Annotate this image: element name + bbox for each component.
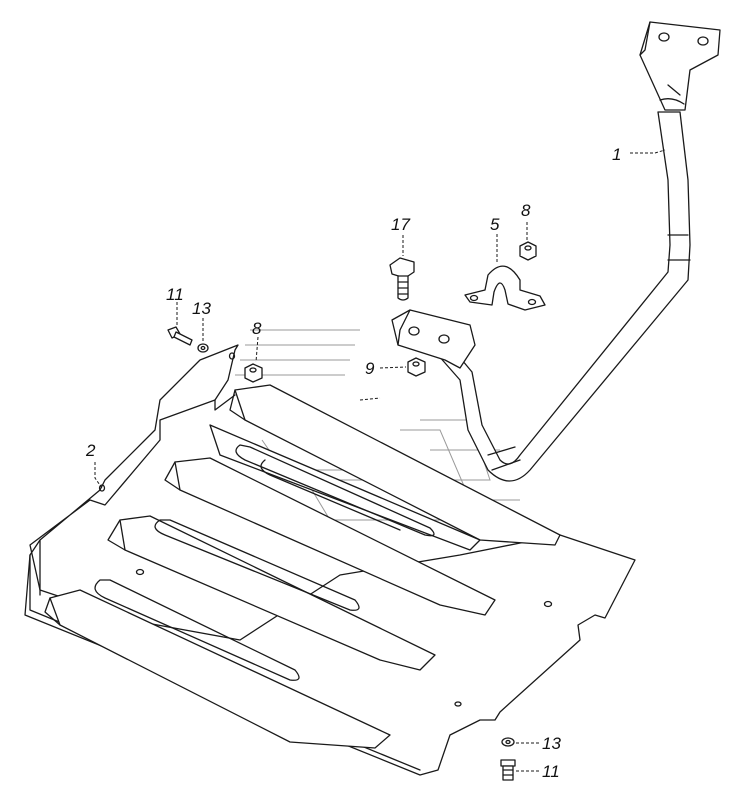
label-part-13-upper: 13 — [192, 299, 211, 318]
label-part-9: 9 — [365, 359, 375, 378]
washer-13-upper — [197, 343, 209, 353]
bolt-17 — [389, 257, 415, 301]
support-bar — [391, 21, 721, 482]
label-part-5: 5 — [490, 215, 500, 234]
label-part-13-lower: 13 — [542, 734, 561, 753]
label-part-17: 17 — [391, 215, 410, 234]
leader-lines — [94, 149, 666, 772]
nut-8-left — [244, 363, 263, 383]
nut-9 — [407, 357, 426, 377]
plate-channels — [44, 352, 561, 749]
label-part-11-upper: 11 — [166, 285, 184, 304]
nut-8-upper — [519, 241, 537, 261]
clamp — [464, 265, 546, 311]
label-part-8-upper: 8 — [521, 201, 531, 220]
label-part-11-lower: 11 — [542, 762, 560, 781]
bolt-11-lower — [500, 759, 516, 781]
label-part-8-left: 8 — [252, 319, 262, 338]
label-part-1: 1 — [612, 145, 621, 164]
washer-13-lower — [501, 737, 515, 747]
label-part-2: 2 — [85, 441, 96, 460]
bolt-11-upper — [167, 326, 193, 346]
